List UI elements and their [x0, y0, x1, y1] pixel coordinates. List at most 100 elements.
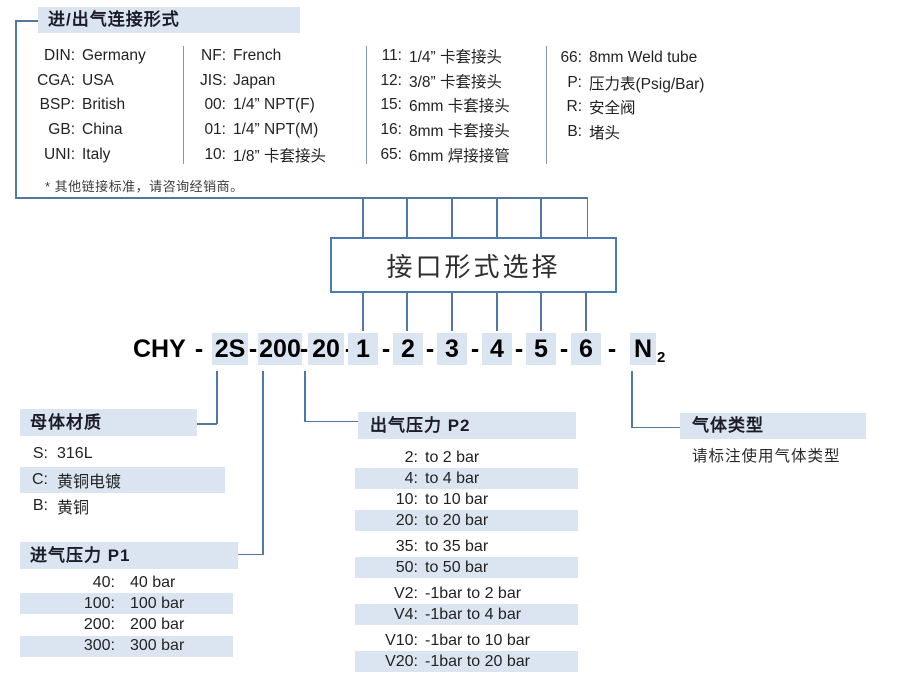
list-item: UNI:Italy: [35, 142, 146, 167]
item-code: 65:: [380, 145, 402, 163]
list-item: CGA:USA: [35, 69, 146, 94]
item-desc: 300 bar: [130, 637, 185, 655]
list-item: 16:8mm 卡套接头: [376, 118, 509, 143]
list-item: 4:to 4 bar: [355, 468, 578, 489]
item-desc: 40 bar: [130, 573, 176, 591]
item-code: 10:: [395, 490, 418, 508]
item-desc: 6mm 焊接接管: [409, 147, 510, 165]
item-code: BSP:: [39, 96, 75, 114]
list-item: V4:-1bar to 4 bar: [355, 604, 578, 625]
item-desc: 1/4” NPT(M): [233, 121, 319, 139]
item-desc: -1bar to 10 bar: [425, 631, 530, 649]
interface-selection-label: 接口形式选择: [386, 251, 561, 282]
item-desc: 8mm Weld tube: [589, 49, 698, 67]
list-item: P: 压力表(Psig/Bar): [552, 71, 704, 96]
item-desc: to 50 bar: [425, 558, 489, 576]
model-dash: -: [248, 335, 258, 363]
model-segment-port-3: 3: [437, 333, 467, 365]
connector-inlet: [262, 371, 264, 555]
item-desc: to 10 bar: [425, 490, 489, 508]
list-item: DIN: Germany: [35, 44, 146, 69]
item-desc: 黄铜电镀: [57, 474, 122, 491]
list-item: 12:3/8” 卡套接头: [376, 69, 510, 94]
connector-material: [197, 423, 217, 425]
item-desc: 压力表(Psig/Bar): [589, 75, 705, 93]
list-item: C: 黄铜电镀: [20, 467, 225, 493]
dropline: [362, 197, 364, 238]
item-desc: to 35 bar: [425, 537, 489, 555]
list-item: B:黄铜: [20, 493, 225, 519]
list-item: 300:300 bar: [20, 635, 233, 657]
item-desc: Germany: [82, 47, 146, 65]
item-desc: to 2 bar: [425, 448, 480, 466]
item-code: 4:: [404, 469, 418, 487]
list-item: 100: 100 bar: [20, 593, 233, 615]
item-code: 11:: [381, 47, 402, 65]
list-item: 15:6mm 卡套接头: [376, 93, 509, 118]
item-desc: 1/4” 卡套接头: [409, 49, 503, 67]
item-desc: 安全阀: [589, 100, 636, 118]
inlet-pressure-section-title: 进气压力 P1: [20, 542, 238, 569]
item-code: C:: [32, 471, 48, 488]
item-code: 200:: [83, 615, 115, 633]
connector-inlet: [238, 553, 263, 555]
item-code: 40:: [92, 573, 115, 591]
item-desc: Japan: [233, 71, 276, 89]
item-desc: -1bar to 2 bar: [425, 584, 522, 602]
item-desc: 黄铜: [57, 500, 90, 517]
model-segment-gas: N: [630, 333, 656, 365]
list-item: GB:China: [35, 118, 146, 143]
model-dash: -: [194, 335, 204, 363]
item-code: V10:: [385, 631, 418, 649]
list-item: 01:1/4” NPT(M): [200, 118, 326, 143]
item-code: 100:: [83, 594, 115, 612]
model-segment-port-2: 2: [393, 333, 423, 365]
list-item: 65: 6mm 焊接接管: [376, 142, 510, 167]
list-item: 20:to 20 bar: [355, 510, 578, 531]
item-code: 35:: [395, 537, 418, 555]
inlet-pressure-list: 40:40 bar 100:100 bar 200:200 bar 300:30…: [20, 572, 233, 657]
dropline: [496, 293, 498, 331]
model-dash: -: [514, 335, 524, 363]
list-item: 10: to 10 bar: [355, 489, 578, 510]
item-code: P:: [567, 73, 582, 91]
model-prefix: CHY: [133, 335, 186, 363]
dropline: [362, 293, 364, 331]
connection-column-2: NF:French JIS:Japan 00:1/4” NPT(F) 01:1/…: [200, 44, 326, 167]
list-item: 35: to 35 bar: [355, 536, 578, 557]
list-item: R:安全阀: [552, 95, 704, 120]
model-segment-material: 2S: [212, 333, 248, 365]
gas-type-note: 请标注使用气体类型: [692, 448, 841, 465]
model-code-line: CHY - 2S - 200 - 20 - 1 - 2 - 3 - 4 - 5 …: [0, 333, 918, 367]
item-code: DIN:: [44, 47, 75, 65]
dropline: [585, 293, 587, 331]
item-desc: -1bar to 20 bar: [425, 652, 530, 670]
item-code: UNI:: [44, 145, 75, 163]
list-item: V10: -1bar to 10 bar: [355, 630, 578, 651]
item-desc: 1/8” 卡套接头: [233, 147, 327, 165]
model-gas-subscript: 2: [657, 349, 666, 366]
item-desc: to 20 bar: [425, 511, 489, 529]
dropline: [406, 197, 408, 238]
interface-selection-box: 接口形式选择: [330, 237, 617, 293]
model-segment-outlet-pressure: 20: [308, 333, 344, 365]
connector-outlet: [304, 420, 358, 422]
item-code: 16:: [380, 121, 402, 139]
item-desc: 1/4” NPT(F): [233, 96, 315, 114]
bracket-left-line: [15, 20, 17, 198]
item-desc: British: [82, 96, 126, 114]
bracket-right-dropline: [586, 197, 588, 238]
item-code: S:: [32, 445, 48, 462]
connector-material: [216, 371, 218, 424]
item-desc: USA: [82, 71, 114, 89]
item-desc: French: [233, 47, 282, 65]
item-code: 50:: [395, 558, 418, 576]
dropline: [451, 197, 453, 238]
item-code: V20:: [385, 652, 418, 670]
dropline: [451, 293, 453, 331]
item-desc: 100 bar: [130, 594, 185, 612]
connection-section-title: 进/出气连接形式: [38, 7, 300, 33]
list-item: NF:French: [200, 44, 326, 69]
list-item: 66:8mm Weld tube: [552, 46, 704, 71]
list-item: 2:to 2 bar: [355, 447, 578, 468]
